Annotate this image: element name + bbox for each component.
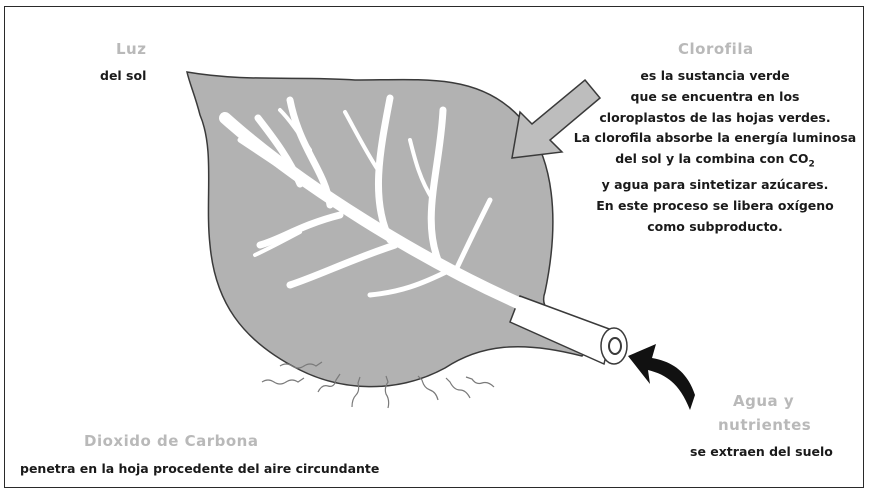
water-subtitle: se extraen del suelo bbox=[690, 444, 833, 459]
light-subtitle: del sol bbox=[100, 68, 146, 83]
chlorophyll-line-5-text: del sol y la combina con CO bbox=[615, 151, 808, 166]
chlorophyll-line-6: y agua para sintetizar azúcares. bbox=[560, 175, 870, 196]
co2-subtitle: penetra en la hoja procedente del aire c… bbox=[20, 461, 379, 476]
chlorophyll-line-1: es la sustancia verde bbox=[560, 66, 870, 87]
water-title-line-2: nutrientes bbox=[718, 416, 811, 434]
chlorophyll-line-4: La clorofila absorbe la energía luminosa bbox=[560, 128, 870, 149]
light-title: Luz bbox=[116, 40, 146, 58]
water-arrow bbox=[628, 344, 695, 410]
co2-subscript: 2 bbox=[809, 160, 815, 170]
chlorophyll-line-8: como subproducto. bbox=[560, 217, 870, 238]
water-title-line-1: Agua y bbox=[733, 392, 794, 410]
co2-title: Dioxido de Carbona bbox=[84, 432, 258, 450]
chlorophyll-title: Clorofila bbox=[678, 40, 754, 58]
stem-vessel bbox=[609, 338, 621, 354]
chlorophyll-line-5: del sol y la combina con CO2 bbox=[560, 149, 870, 175]
chlorophyll-description: es la sustancia verde que se encuentra e… bbox=[560, 66, 870, 238]
chlorophyll-line-7: En este proceso se libera oxígeno bbox=[560, 196, 870, 217]
chlorophyll-line-3: cloroplastos de las hojas verdes. bbox=[560, 108, 870, 129]
chlorophyll-line-2: que se encuentra en los bbox=[560, 87, 870, 108]
